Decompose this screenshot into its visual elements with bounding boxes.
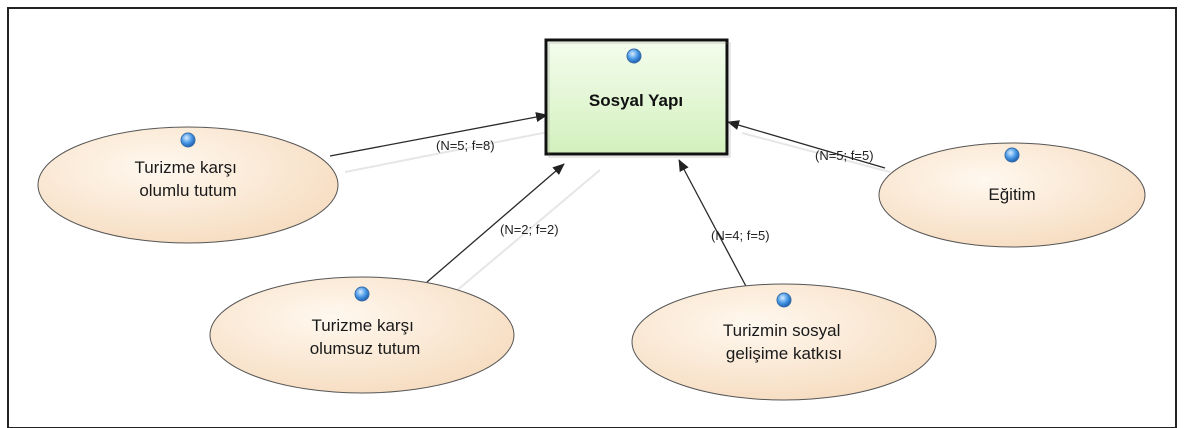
diagram-border: [7, 7, 1177, 428]
center-label: Sosyal Yapı: [589, 91, 683, 110]
svg-text:Turizmin sosyal gelişime: Turizmin sosyal gelişime katkısı: [723, 321, 845, 363]
edge-label-olumsuz: (N=2; f=2): [500, 222, 559, 237]
edge-gelisim: [678, 159, 749, 291]
node-marker-icon: [626, 48, 642, 64]
node-olumsuz-line-1: Turizme karşı: [311, 316, 413, 335]
node-egitim[interactable]: Eğitim: [878, 142, 1146, 248]
edge-olumlu: [329, 112, 548, 157]
node-gelisim-line-2: gelişime katkısı: [726, 344, 842, 363]
node-olumlu[interactable]: Turizme karşı olumlu tutum: [37, 126, 339, 244]
node-egitim-line-1: Eğitim: [988, 185, 1035, 204]
edge-label-egitim: (N=5; f=5): [815, 148, 874, 163]
center-node[interactable]: Sosyal Yapı: [544, 38, 731, 158]
node-olumsuz[interactable]: Turizme karşı olumsuz tutum: [209, 276, 515, 394]
edges: [329, 112, 886, 291]
node-marker-icon: [180, 132, 196, 148]
edge-olumsuz: [426, 163, 565, 283]
svg-text:Eğitim: Eğitim: [988, 185, 1035, 204]
edge-label-olumlu: (N=5; f=8): [436, 138, 495, 153]
svg-text:Turizme karşı olumsuz tu: Turizme karşı olumsuz tutum: [310, 316, 421, 358]
edge-shadows: [344, 131, 891, 293]
node-olumlu-line-1: Turizme karşı: [134, 158, 236, 177]
node-marker-icon: [1004, 147, 1020, 163]
node-olumlu-line-2: olumlu tutum: [139, 181, 236, 200]
node-marker-icon: [354, 286, 370, 302]
svg-text:Turizme karşı olumlu tut: Turizme karşı olumlu tutum: [134, 158, 241, 200]
node-gelisim[interactable]: Turizmin sosyal gelişime katkısı: [631, 283, 937, 401]
node-marker-icon: [776, 292, 792, 308]
edge-label-gelisim: (N=4; f=5): [711, 228, 770, 243]
node-gelisim-line-1: Turizmin sosyal: [723, 321, 840, 340]
edge-egitim: [727, 120, 886, 169]
node-olumsuz-line-2: olumsuz tutum: [310, 339, 421, 358]
